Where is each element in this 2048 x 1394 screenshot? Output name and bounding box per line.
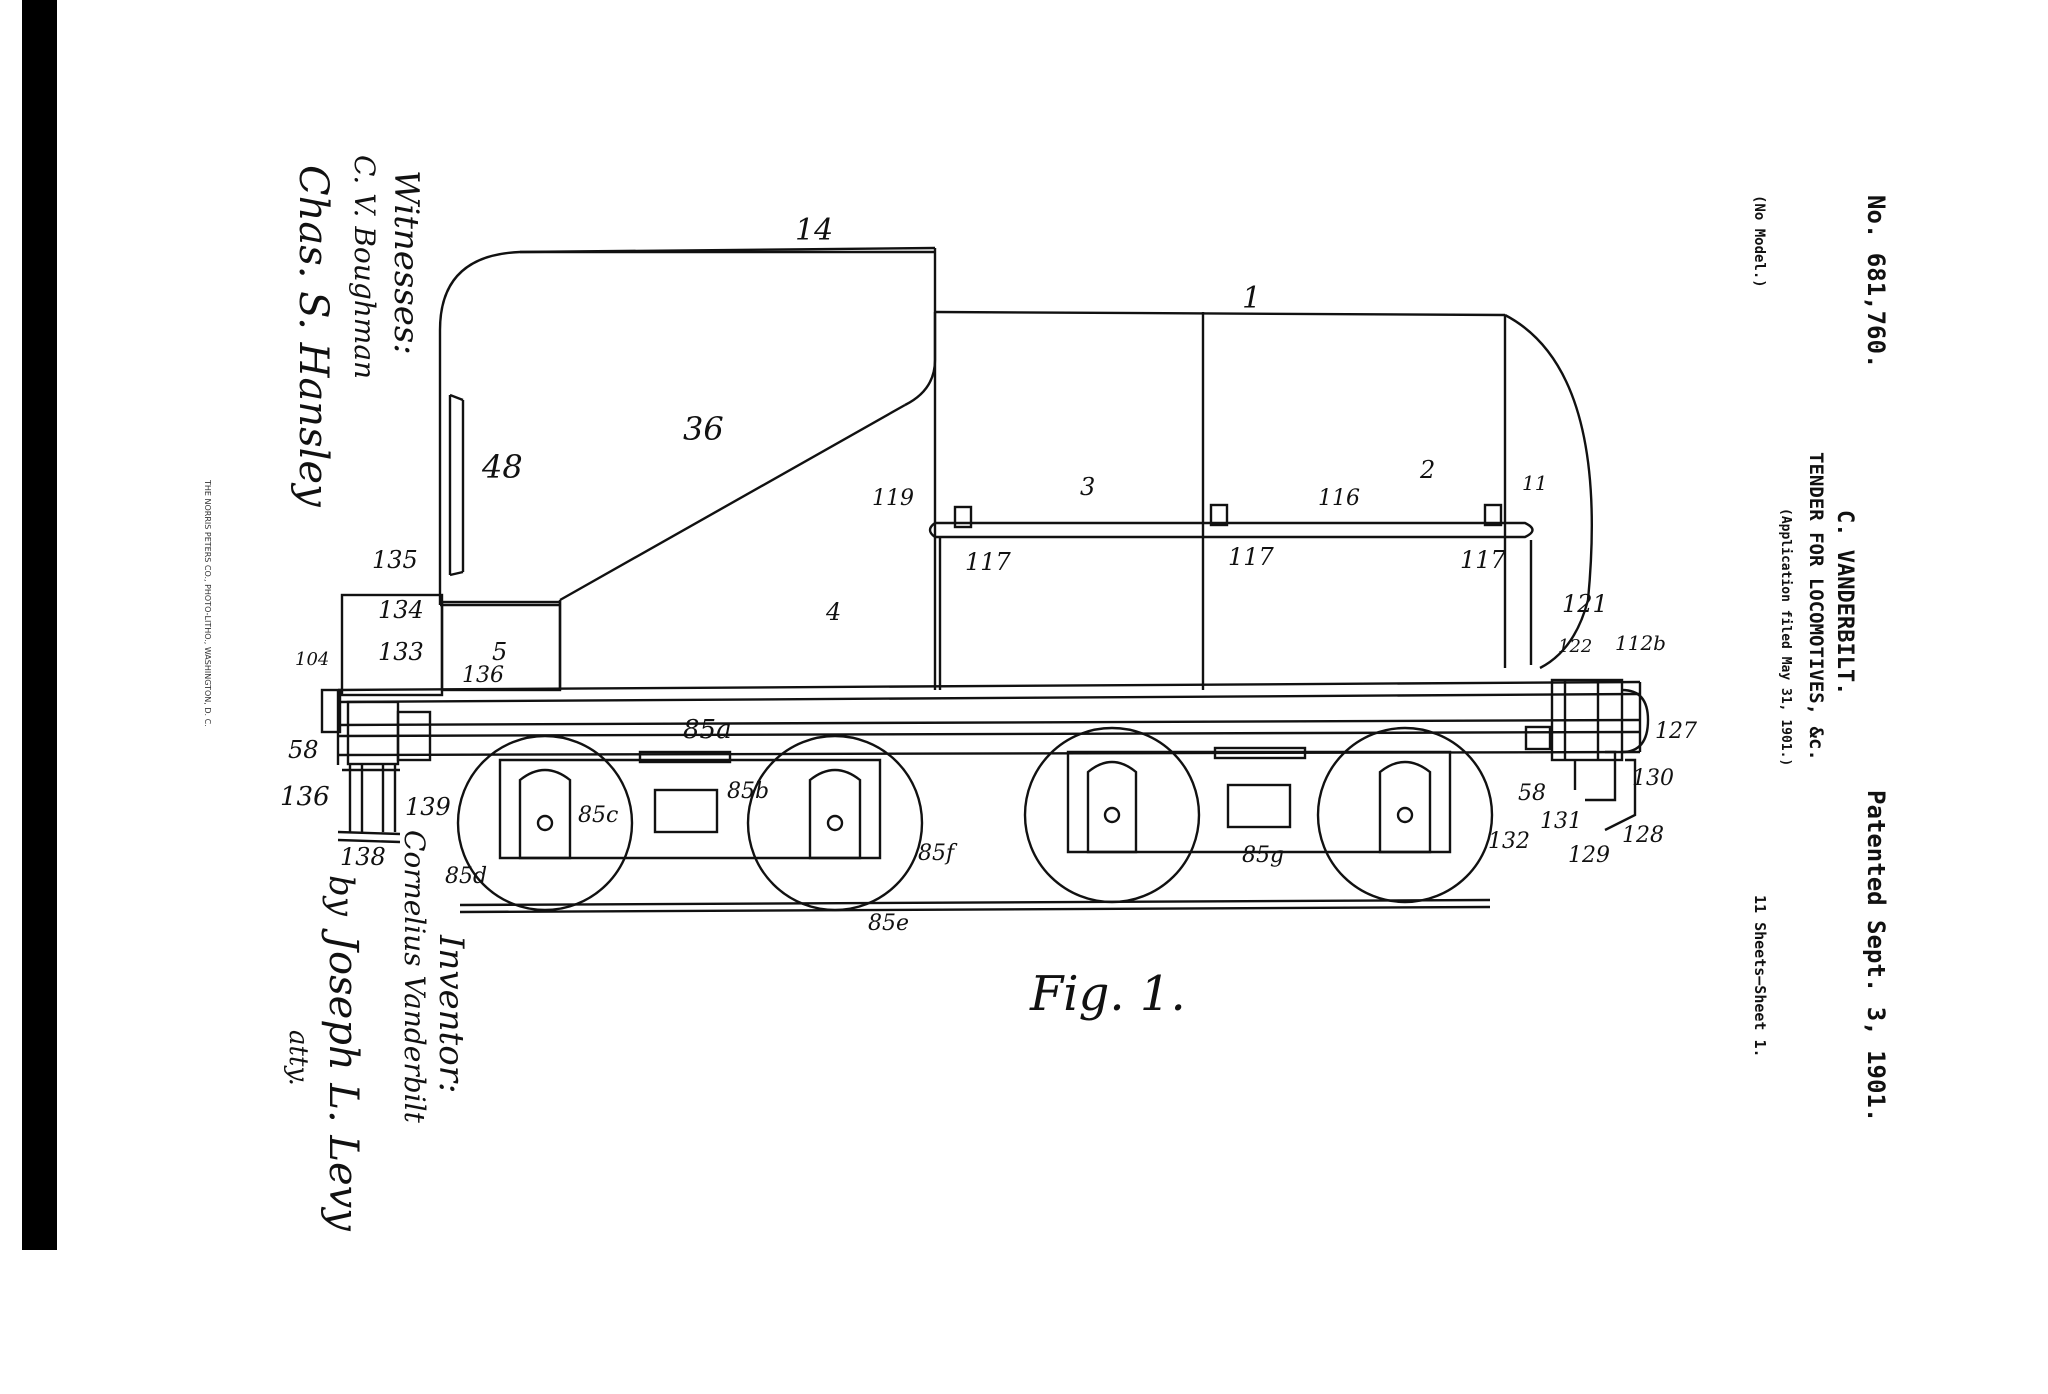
ref-127: 127 <box>1655 719 1697 744</box>
ref-85c: 85c <box>578 803 618 828</box>
tank-top <box>934 310 1506 317</box>
ref-85e: 85e <box>868 911 909 936</box>
attorney-signature: Joseph L. Levy <box>320 928 366 1232</box>
ref-85g: 85g <box>1242 843 1284 868</box>
model-note: (No Model.) <box>1751 195 1767 288</box>
application-date: (Application filed May 31, 1901.) <box>1778 508 1793 766</box>
ref-132: 132 <box>1488 829 1530 854</box>
ref-85a: 85a <box>683 715 732 745</box>
ref-136-upper: 136 <box>462 663 504 688</box>
inventor-label: Inventor: <box>431 934 471 1093</box>
handrail-116 <box>928 521 1534 539</box>
ref-133: 133 <box>378 638 424 666</box>
patent-date: Patented Sept. 3, 1901. <box>1862 790 1890 1122</box>
witness-2: Chas. S. Hansley <box>290 165 336 508</box>
ref-112b: 112b <box>1615 631 1666 655</box>
printer-credit: THE NORRIS PETERS CO., PHOTO-LITHO., WAS… <box>203 479 212 727</box>
ref-5: 5 <box>492 638 507 666</box>
ref-121: 121 <box>1562 590 1608 618</box>
ref-11: 11 <box>1522 471 1547 495</box>
ref-58-front: 58 <box>288 736 319 764</box>
ref-85f: 85f <box>918 841 958 866</box>
inventor-signature: Cornelius Vanderbilt <box>398 830 431 1124</box>
cab-outline <box>438 250 935 605</box>
ref-130: 130 <box>1632 766 1674 791</box>
patent-number: No. 681,760. <box>1862 195 1890 368</box>
reference-numerals: 14 1 36 48 3 2 11 119 116 117 117 117 12… <box>280 213 1697 936</box>
cab-roof-line <box>519 246 936 254</box>
ref-58-rear: 58 <box>1518 781 1546 806</box>
rail <box>459 898 1491 907</box>
sheet-count: 11 Sheets—Sheet 1. <box>1751 895 1769 1058</box>
ref-85d: 85d <box>445 864 487 889</box>
ref-117-a: 117 <box>965 548 1012 576</box>
ref-14: 14 <box>795 213 833 248</box>
ref-136-lower: 136 <box>280 782 330 812</box>
ref-36: 36 <box>683 410 724 448</box>
scan-edge-band <box>22 0 57 1250</box>
ref-122: 122 <box>1558 636 1592 657</box>
patent-title: TENDER FOR LOCOMOTIVES, &c. <box>1805 452 1827 761</box>
front-buffer <box>320 688 342 734</box>
ref-117-c: 117 <box>1460 546 1507 574</box>
ref-117-b: 117 <box>1228 543 1275 571</box>
rear-coupler <box>1621 688 1650 754</box>
ref-104: 104 <box>295 649 329 670</box>
ref-128: 128 <box>1622 823 1664 848</box>
attorney-abbrev: atty. <box>283 1030 313 1086</box>
ref-116: 116 <box>1318 486 1360 511</box>
ref-3: 3 <box>1080 473 1095 501</box>
frame-top <box>337 680 1641 692</box>
ref-4: 4 <box>825 598 841 626</box>
ref-85b: 85b <box>727 779 769 804</box>
ref-138: 138 <box>340 843 386 871</box>
witness-1: C. V. Boughman <box>348 155 381 379</box>
front-truck <box>456 734 924 912</box>
inventor-heading: C. VANDERBILT. <box>1832 510 1857 695</box>
ref-135: 135 <box>372 546 418 574</box>
ref-134: 134 <box>378 596 424 624</box>
ref-119: 119 <box>872 486 914 511</box>
figure-caption: Fig. 1. <box>1029 966 1186 1022</box>
ref-129: 129 <box>1568 843 1610 868</box>
witnesses-heading: Witnesses: <box>386 170 426 355</box>
cab-front-wall <box>904 248 937 407</box>
tank-rear-curve <box>1504 313 1593 670</box>
coal-slope <box>559 403 906 602</box>
ref-48: 48 <box>481 448 523 486</box>
ref-139: 139 <box>405 793 451 821</box>
ref-2: 2 <box>1419 456 1435 484</box>
attorney-by: by <box>321 875 361 917</box>
ref-1: 1 <box>1242 281 1261 316</box>
ref-131: 131 <box>1540 809 1582 834</box>
